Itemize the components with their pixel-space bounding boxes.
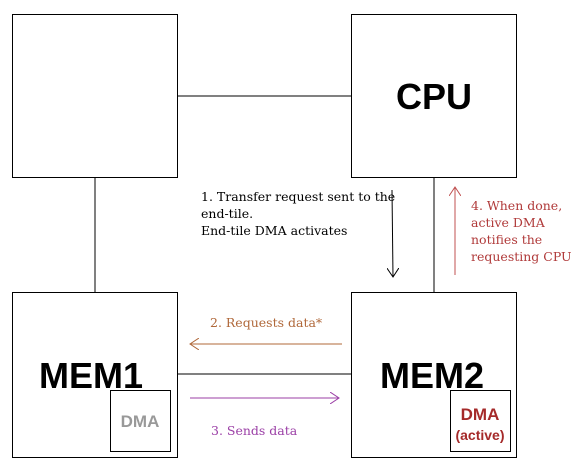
- mem2-node: MEM2 DMA (active): [351, 292, 517, 458]
- step4-line1: 4. When done,: [471, 198, 562, 213]
- cpu-node: CPU: [351, 14, 517, 178]
- step1-line2: end-tile.: [201, 206, 253, 221]
- step2-line1: 2. Requests data*: [210, 315, 323, 330]
- mem2-label: MEM2: [380, 355, 484, 396]
- mem2-dma-label: DMA: [461, 405, 500, 424]
- mem1-label: MEM1: [39, 355, 143, 396]
- step4-annotation: 4. When done, active DMA notifies the re…: [471, 198, 572, 264]
- cpu-label: CPU: [396, 76, 472, 117]
- step1-line1: 1. Transfer request sent to the: [201, 189, 395, 204]
- blank-node: [12, 14, 178, 178]
- mem2-dma-sublabel: (active): [455, 427, 504, 443]
- step1-line3: End-tile DMA activates: [201, 223, 347, 238]
- step2-annotation: 2. Requests data*: [210, 315, 323, 330]
- mem1-dma-box: DMA: [110, 390, 171, 452]
- step4-line3: notifies the: [471, 232, 542, 247]
- step3-line1: 3. Sends data: [211, 423, 298, 438]
- step4-line2: active DMA: [471, 215, 546, 230]
- step4-line4: requesting CPU: [471, 249, 572, 264]
- mem2-dma-box: DMA (active): [450, 390, 511, 452]
- step3-annotation: 3. Sends data: [211, 423, 298, 438]
- step1-arrow: [392, 189, 393, 277]
- mem1-dma-label: DMA: [121, 412, 160, 431]
- step1-annotation: 1. Transfer request sent to the end-tile…: [201, 189, 395, 238]
- mem1-node: MEM1 DMA: [12, 292, 178, 458]
